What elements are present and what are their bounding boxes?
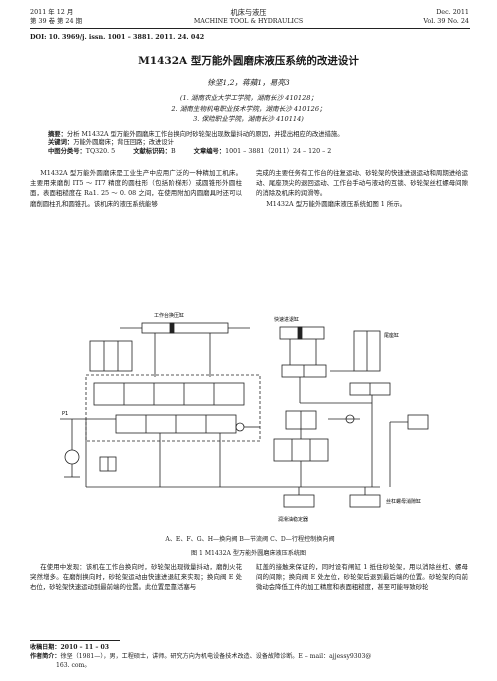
affiliations: (1. 湖南农业大学工学院，湖南长沙 410128； 2. 湖南生物机电职业技术…: [0, 93, 497, 125]
pilot-valve: [89, 340, 133, 372]
intro-paragraph: M1432A 型万能外圆磨床是工业生产中应用广泛的一种精加工机床。主要用来磨削 …: [30, 169, 242, 208]
header-journal-en: MACHINE TOOL & HYDRAULICS: [193, 18, 304, 25]
figure-caption: 图 1 M1432A 型万能外圆磨床液压系统图: [190, 550, 307, 557]
label-fast-cylinder: 快速进退缸: [274, 316, 299, 323]
header-issue-date: Dec. 2011: [436, 8, 469, 16]
article-id-value: 1001 – 3881（2011）24 – 120 – 2: [225, 147, 332, 155]
affiliation-2: 2. 湖南生物机电职业技术学院，湖南长沙 410126；: [171, 104, 326, 113]
feed-valve-block: [273, 438, 329, 462]
header-journal-cn: 机床与液压: [230, 8, 267, 17]
right-column: 完成的主要任务有工作台的往复运动、砂轮架的快速进退运动和周期进给运动、尾座顶尖的…: [256, 168, 468, 209]
abstract-text: 分析 M1432A 型万能外圆磨床工作台换向时砂轮架出现数量抖动的原因，并提出相…: [66, 131, 344, 138]
label-tail-cylinder: 尾座缸: [384, 332, 399, 339]
problem-paragraph: 在使用中发现：该机在工作台换向时，砂轮架出现微量抖动，磨削火花突然增多。在磨削换…: [30, 563, 242, 592]
author-bio-label: 作者简介：: [30, 653, 61, 660]
intro-paragraph-cont: 完成的主要任务有工作台的往复运动、砂轮架的快速进退运动和周期进给运动、尾座顶尖的…: [256, 169, 468, 198]
label-lube: 润滑油稳定器: [278, 516, 308, 523]
article-id-label: 文章编号：: [193, 147, 226, 155]
worktable-cylinder: [141, 322, 229, 334]
abstract-block: 摘要：分析 M1432A 型万能外圆磨床工作台换向时砂轮架出现数量抖动的原因，并…: [48, 131, 468, 156]
class-value: TQ320. 5: [85, 147, 116, 155]
bottom-right-column: 缸盖的接触来保证的，同时设有闸缸 1 抵住砂轮架，用以消除丝杠、螺母间的间隙；换…: [256, 562, 468, 593]
doi: DOI: 10. 3969/j. issn. 1001 – 3881. 2011…: [30, 33, 205, 41]
header-date: 2011 年 12 月 第 39 卷 第 24 期: [30, 8, 82, 26]
keywords: 关键词：万能外圆磨床；背压回路；改进设计: [48, 139, 468, 147]
author-bio-end: 163. com。: [56, 662, 91, 669]
header-issue-vol: Vol. 39 No. 24: [423, 17, 469, 25]
footnote: 收稿日期：2010 – 11 – 03 作者简介：徐坚（1981—），男，工程硕…: [30, 643, 470, 670]
header-journal: 机床与液压 MACHINE TOOL & HYDRAULICS: [140, 8, 357, 26]
left-column: M1432A 型万能外圆磨床是工业生产中应用广泛的一种精加工机床。主要用来磨削 …: [30, 168, 242, 209]
doc-code-label: 文献标识码：: [133, 147, 171, 155]
classification: 中图分类号：TQ320. 5 文献标识码：B 文章编号：1001 – 3881（…: [48, 148, 468, 156]
figure-reference: M1432A 型万能外圆磨床液压系统如图 1 所示。: [266, 199, 407, 208]
author-bio-text: 徐坚（1981—），男，工程硕士，讲师。研究方向为机电设备技术改造、设备故障诊断…: [60, 653, 372, 660]
hydraulic-diagram: 工作台换压缸 快速进退缸 尾座缸 润滑油稳定器 丝杠螺母消隙缸 P1: [60, 307, 440, 529]
schematic-svg: 工作台换压缸 快速进退缸 尾座缸 润滑油稳定器 丝杠螺母消隙缸 P1: [60, 312, 429, 523]
doc-code-value: B: [170, 147, 176, 155]
bottom-left-column: 在使用中发现：该机在工作台换向时，砂轮架出现微量抖动，磨削火花突然增多。在磨削换…: [30, 562, 242, 593]
received-date: 收稿日期：2010 – 11 – 03: [30, 644, 109, 651]
header-date-line: 2011 年 12 月: [30, 8, 74, 16]
author-bio: 作者简介：徐坚（1981—），男，工程硕士，讲师。研究方向为机电设备技术改造、设…: [30, 652, 470, 661]
authors: 徐坚1,2，蒋蘋1，易亮3: [207, 78, 290, 87]
affiliation-1: (1. 湖南农业大学工学院，湖南长沙 410128；: [179, 94, 318, 102]
reversing-valve: [93, 382, 245, 406]
problem-paragraph-cont: 缸盖的接触来保证的，同时设有闸缸 1 抵住砂轮架，用以消除丝杠、螺母间的间隙；换…: [256, 563, 468, 592]
class-label: 中图分类号：: [48, 147, 86, 155]
lube-stabilizer: [283, 494, 315, 508]
label-screw-cylinder: 丝杠螺母消隙缸: [386, 498, 421, 505]
affiliation-3: 3. 保险职业学院，湖南长沙 410114): [193, 115, 304, 123]
screw-nut-cylinder: [349, 494, 381, 508]
header-issue: Dec. 2011 Vol. 39 No. 24: [423, 8, 469, 26]
paper-title: M1432A 型万能外圆磨床液压系统的改进设计: [138, 55, 359, 67]
header-volume-line: 第 39 卷 第 24 期: [30, 17, 82, 25]
keywords-label: 关键词：: [48, 139, 74, 147]
pump-symbol: [64, 449, 80, 465]
abstract-label: 摘要：: [48, 131, 67, 138]
figure-legend: A、E、F、G、H—换向阀 B—节流阀 C、D—行程控制换向阀: [165, 536, 335, 543]
footnote-rule: [30, 640, 120, 641]
keywords-text: 万能外圆磨床；背压回路；改进设计: [73, 139, 174, 147]
abstract: 摘要：分析 M1432A 型万能外圆磨床工作台换向时砂轮架出现数量抖动的原因，并…: [48, 131, 468, 139]
label-p1: P1: [62, 411, 68, 417]
header-rule: [30, 28, 470, 29]
label-worktable-cylinder: 工作台换压缸: [154, 312, 184, 319]
